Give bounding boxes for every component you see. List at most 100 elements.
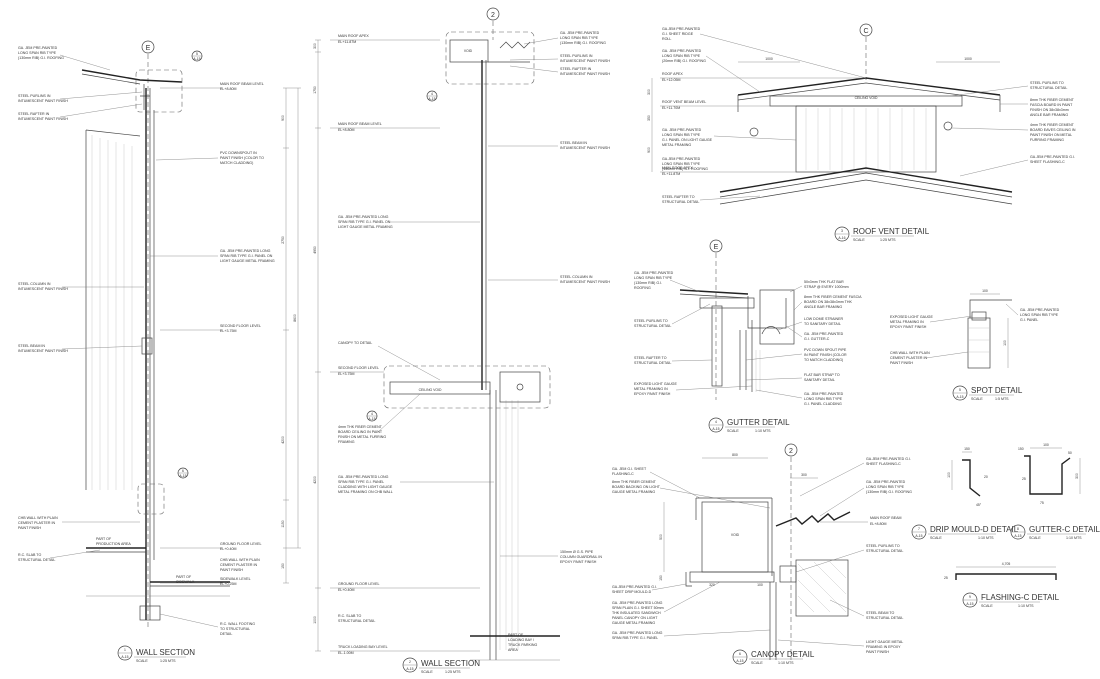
level-marks [660, 77, 866, 173]
level-value: EL+11.70M [662, 106, 680, 110]
detail-callout-box-2 [137, 483, 165, 515]
level-value: EL+0.40M [220, 547, 236, 551]
section-marker [943, 121, 953, 131]
grid-bubble-label: E [146, 45, 151, 52]
svg-text:LIGHT GAUGE METAL: LIGHT GAUGE METAL [866, 640, 903, 644]
svg-text:8mm THK FIBER CEMENT FASCIA: 8mm THK FIBER CEMENT FASCIA [804, 295, 862, 299]
view-title-block: 2 A-15 WALL SECTION SCALE 1:25 MTS [402, 657, 480, 674]
svg-text:LIGHT GAUGE METAL FRAMING: LIGHT GAUGE METAL FRAMING [338, 225, 393, 229]
svg-text:GAUGE METAL FRAMING: GAUGE METAL FRAMING [612, 490, 655, 494]
scale-label: SCALE [853, 238, 865, 242]
svg-text:ROOFING: ROOFING [634, 286, 651, 290]
svg-text:BOARD BACKING ON LIGHT: BOARD BACKING ON LIGHT [612, 485, 661, 489]
svg-text:R.C. SLAB TO: R.C. SLAB TO [18, 553, 41, 557]
svg-text:STRUCTURAL DETAIL: STRUCTURAL DETAIL [866, 549, 903, 553]
svg-text:(130mm RIB) G.I. ROOFING: (130mm RIB) G.I. ROOFING [662, 167, 708, 171]
dimension-value: 4200 [281, 436, 285, 444]
scale-label: SCALE [1029, 536, 1041, 540]
svg-text:INTUMESCENT PAINT FINISH: INTUMESCENT PAINT FINISH [18, 287, 68, 291]
drip-mould-d-detail: 100 150 20 45° 7 A-15 DRIP MOULD-D DETAI… [911, 447, 1019, 540]
svg-text:GA. JEM PRE-PAINTED LONG: GA. JEM PRE-PAINTED LONG [338, 475, 389, 479]
svg-text:GA.JEM PRE-PAINTED G.I.: GA.JEM PRE-PAINTED G.I. [866, 457, 911, 461]
canopy-fascia [499, 371, 541, 403]
cladding-top [85, 129, 141, 137]
view-number: 3 [841, 229, 843, 233]
dome-strainer [761, 326, 781, 335]
svg-text:(130mm RIB) G.I. ROOFING: (130mm RIB) G.I. ROOFING [18, 56, 64, 60]
scale-label: SCALE [136, 659, 148, 663]
dimension-value: 300 [1075, 473, 1079, 479]
svg-text:GA. JEM PRE-PAINTED LONG: GA. JEM PRE-PAINTED LONG [612, 601, 663, 605]
detail-callout-box [135, 69, 183, 113]
svg-text:GA. JEM PRE-PAINTED: GA. JEM PRE-PAINTED [18, 46, 58, 50]
gutter-circle [516, 383, 524, 391]
dimension-value: 500 [659, 534, 663, 540]
level-label: MAIN ROOF BEAM LEVEL [220, 82, 264, 86]
view-sheet: A-15 [736, 659, 743, 663]
dimension-value: 100 [947, 472, 951, 478]
svg-text:TO MATCH CLADDING): TO MATCH CLADDING) [804, 358, 843, 362]
view-number: 5 [959, 388, 961, 392]
vent-walls [795, 105, 937, 173]
lower-cladding-hatch [499, 400, 519, 650]
steel-beam-zone [795, 559, 849, 617]
scale-value: 1:25 MTS [880, 238, 896, 242]
svg-text:GA. JEM PRE-PAINTED LONG: GA. JEM PRE-PAINTED LONG [220, 249, 271, 253]
svg-text:GAUGE METAL FRAMING: GAUGE METAL FRAMING [612, 621, 655, 625]
svg-text:GA. JEM PRE-PAINTED: GA. JEM PRE-PAINTED [1020, 308, 1060, 312]
scale-label: SCALE [751, 661, 763, 665]
svg-text:LOADING BAY /: LOADING BAY / [508, 638, 534, 642]
canopy-ceiling [389, 381, 491, 395]
svg-text:(130mm RIB) G.I. ROOFING: (130mm RIB) G.I. ROOFING [560, 41, 606, 45]
svg-text:TO SANITARY DETAIL: TO SANITARY DETAIL [804, 322, 841, 326]
grid-bubble [709, 239, 723, 253]
svg-text:DETAIL: DETAIL [220, 632, 232, 636]
svg-text:8mm THK FIBER CEMENT: 8mm THK FIBER CEMENT [612, 480, 657, 484]
svg-text:PAINT FINISH: PAINT FINISH [890, 361, 913, 365]
svg-text:GA. JEM G.I. SHEET: GA. JEM G.I. SHEET [612, 467, 647, 471]
scale-label: SCALE [727, 429, 739, 433]
svg-text:STRUCTURAL DETAIL: STRUCTURAL DETAIL [338, 619, 375, 623]
beam-hatch [797, 561, 847, 613]
svg-text:LONG SPAN RIB TYPE: LONG SPAN RIB TYPE [662, 133, 701, 137]
dimension-ticks [315, 39, 321, 652]
svg-text:STEEL BEAM IN: STEEL BEAM IN [560, 141, 587, 145]
svg-text:STEEL PURLINS IN: STEEL PURLINS IN [18, 94, 51, 98]
svg-text:FINISH ON 38x38x3mm: FINISH ON 38x38x3mm [1030, 108, 1069, 112]
svg-text:8mm THK FIBER CEMENT: 8mm THK FIBER CEMENT [1030, 98, 1075, 102]
svg-text:GA.JEM PRE-PAINTED G.I.: GA.JEM PRE-PAINTED G.I. [1030, 155, 1075, 159]
svg-text:GA. JEM PRE-PAINTED: GA. JEM PRE-PAINTED [634, 271, 674, 275]
view-title-block: 3 A-16 ROOF VENT DETAIL SCALE 1:25 MTS [834, 226, 930, 242]
view-title: ROOF VENT DETAIL [853, 227, 930, 236]
dimension-value: 800 [732, 453, 738, 457]
svg-text:STRUCTURAL DETAIL: STRUCTURAL DETAIL [634, 324, 671, 328]
level-label: GROUND FLOOR LEVEL [338, 582, 380, 586]
svg-text:METAL FRAMING IN: METAL FRAMING IN [890, 320, 924, 324]
svg-text:G.I. SHEET RIDGE: G.I. SHEET RIDGE [662, 32, 694, 36]
svg-text:BOARD ON 38x38x3mm THK: BOARD ON 38x38x3mm THK [804, 300, 852, 304]
dimension-value: 900 [281, 115, 285, 121]
main-roof-underside [719, 172, 1013, 198]
view-sheet: A-15 [966, 602, 973, 606]
view-sheet: A-15 [712, 427, 719, 431]
level-value: EL+0.25M [220, 582, 236, 586]
svg-text:COLUMN GUARDRAIL IN: COLUMN GUARDRAIL IN [560, 555, 602, 559]
svg-text:PANEL CANOPY ON LIGHT: PANEL CANOPY ON LIGHT [612, 616, 658, 620]
callout-number: 4 [371, 412, 373, 416]
parapet-void [449, 39, 489, 63]
roof-sheet [679, 289, 749, 295]
svg-text:STRUCTURAL DETAIL: STRUCTURAL DETAIL [866, 616, 903, 620]
svg-text:(130mm RIB) G.I. ROOFING: (130mm RIB) G.I. ROOFING [866, 490, 912, 494]
svg-text:EPOXY PAINT FINISH: EPOXY PAINT FINISH [890, 325, 927, 329]
svg-text:EXPOSED LIGHT GAUGE: EXPOSED LIGHT GAUGE [634, 382, 677, 386]
svg-text:FRAMING: FRAMING [338, 440, 355, 444]
level-value: EL+8.80M [338, 128, 354, 132]
svg-text:INTUMESCENT PAINT FINISH: INTUMESCENT PAINT FINISH [18, 117, 68, 121]
dimension-value: 1150 [281, 520, 285, 527]
section-marker [749, 127, 759, 137]
cladding-edge [969, 299, 1012, 318]
level-value: EL+0.40M [338, 588, 354, 592]
level-label: TRUCK LOADING BAY LEVEL [338, 645, 388, 649]
svg-text:GA. JEM PRE-PAINTED: GA. JEM PRE-PAINTED [804, 392, 844, 396]
dimension-value: 4950 [313, 246, 317, 254]
